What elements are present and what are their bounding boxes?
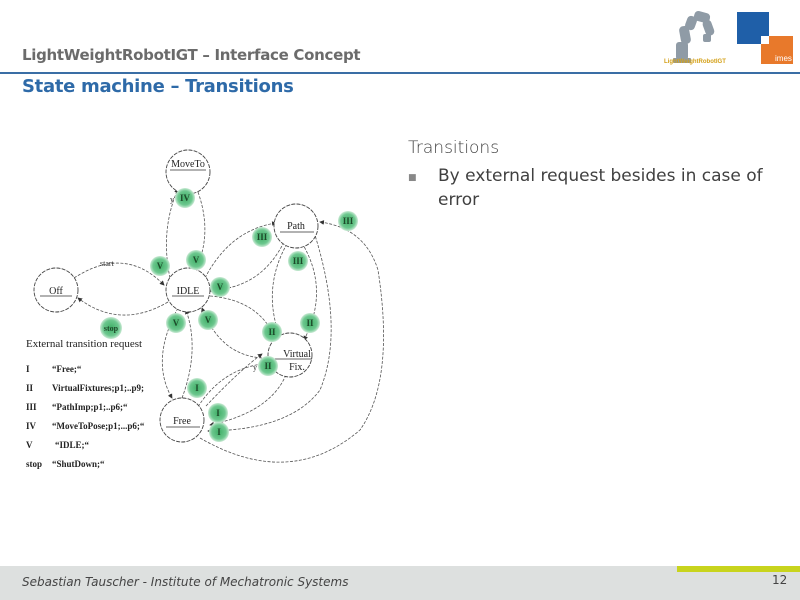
badge-ii-virtual-left: II — [262, 322, 282, 342]
state-path — [273, 203, 319, 249]
imes-logo: imes — [737, 12, 793, 68]
edge-idle-path — [204, 221, 277, 279]
bullet-square-icon: ■ — [408, 173, 417, 183]
state-moveto — [165, 149, 211, 195]
svg-text:I: I — [195, 383, 199, 393]
legend-key-iv: IV — [26, 421, 37, 431]
svg-text:II: II — [306, 318, 314, 328]
legend-key-stop: stop — [26, 459, 42, 469]
imes-logo-label: imes — [775, 54, 792, 63]
svg-text:III: III — [257, 232, 268, 242]
edge-free-idle — [181, 309, 193, 399]
edge-idle-off — [77, 297, 169, 316]
edge-label-start: start — [100, 259, 115, 268]
edge-free-path-outer — [199, 220, 384, 463]
edge-virtual-free — [195, 363, 263, 411]
bullet-item: ■ By external request besides in case of… — [408, 164, 778, 212]
edge-off-idle — [73, 262, 165, 286]
badge-v-idle-bottom-left: V — [166, 313, 186, 333]
content-heading: Transitions — [408, 138, 500, 158]
presentation-title: LightWeightRobotIGT – Interface Concept — [22, 46, 361, 64]
legend-key-v: V — [26, 440, 33, 450]
state-off-label: Off — [49, 286, 63, 297]
content-panel: Transitions ■ By external request beside… — [408, 138, 778, 212]
state-virtual — [267, 332, 313, 378]
svg-text:II: II — [264, 361, 272, 371]
badge-stop: stop — [100, 317, 122, 339]
badge-v-idle-right: V — [210, 277, 230, 297]
edge-free-virtual — [205, 353, 263, 407]
badge-iii-path-far: III — [338, 211, 358, 231]
state-moveto-label: MoveTo — [171, 159, 205, 170]
svg-text:IV: IV — [180, 193, 191, 203]
legend-value-iv: “MoveToPose;p1;...p6;“ — [52, 421, 145, 431]
robot-logo-caption: LightWeightRobotIGT — [664, 59, 726, 65]
legend-key-iii: III — [26, 402, 37, 412]
legend-key-ii: II — [26, 383, 34, 393]
badge-iii-path-below: III — [288, 251, 308, 271]
svg-text:I: I — [217, 427, 221, 437]
badge-i-free-top: I — [187, 378, 207, 398]
edge-path-idle — [207, 241, 285, 293]
badge-ii-virtual-out: II — [258, 356, 278, 376]
bullet-text: By external request besides in case of e… — [438, 166, 763, 210]
legend-value-v: “IDLE;“ — [55, 440, 90, 450]
edge-idle-virtual — [209, 295, 277, 341]
state-off — [33, 267, 79, 313]
header-divider — [0, 72, 800, 74]
svg-text:V: V — [193, 255, 200, 265]
footer-author: Sebastian Tauscher - Institute of Mechat… — [22, 575, 349, 589]
page-number: 12 — [772, 573, 788, 587]
legend-key-i: I — [26, 364, 30, 374]
footer-accent-bar — [677, 566, 800, 572]
svg-text:III: III — [343, 216, 354, 226]
legend-value-stop: “ShutDown;“ — [52, 459, 105, 469]
legend-value-i: “Free;“ — [52, 364, 82, 374]
legend-value-ii: VirtualFixtures;p1;..p9; — [52, 383, 144, 393]
state-idle-label: IDLE — [177, 286, 200, 297]
slide-title: State machine – Transitions — [22, 76, 294, 97]
footer-bar — [0, 566, 800, 600]
legend-value-iii: “PathImp;p1;..p6;“ — [52, 402, 128, 412]
edge-label-y-virtual: y — [253, 363, 257, 372]
legend-title: External transition request — [26, 338, 142, 350]
svg-text:I: I — [216, 408, 220, 418]
svg-text:stop: stop — [104, 324, 119, 333]
svg-text:V: V — [217, 282, 224, 292]
svg-text:V: V — [173, 318, 180, 328]
state-free — [159, 397, 205, 443]
state-machine-diagram: Off IDLE MoveTo Path Virtual Fix. Free s… — [26, 149, 384, 469]
legend: External transition request I “Free;“ II… — [26, 338, 145, 469]
edge-path-free — [207, 231, 332, 434]
badge-iii-path-in: III — [252, 227, 272, 247]
badge-v-idle-bottom-right: V — [198, 310, 218, 330]
state-idle — [165, 267, 211, 313]
svg-text:III: III — [293, 256, 304, 266]
badge-ii-virtual-right: II — [300, 313, 320, 333]
robot-arm-logo-icon — [673, 10, 715, 63]
badge-i-free-low: I — [209, 422, 229, 442]
badge-iv-moveto: IV — [175, 188, 195, 208]
badge-v-idle-top: V — [186, 250, 206, 270]
state-free-label: Free — [173, 416, 191, 427]
badge-i-free-mid: I — [208, 403, 228, 423]
badge-v-idle-left: V — [150, 256, 170, 276]
svg-text:V: V — [205, 315, 212, 325]
state-path-label: Path — [287, 221, 305, 232]
state-virtual-label-line1: Virtual — [283, 349, 311, 360]
svg-text:V: V — [157, 261, 164, 271]
state-virtual-label-line2: Fix. — [289, 362, 305, 373]
edge-label-y-moveto: y — [170, 195, 174, 204]
svg-text:II: II — [268, 327, 276, 337]
